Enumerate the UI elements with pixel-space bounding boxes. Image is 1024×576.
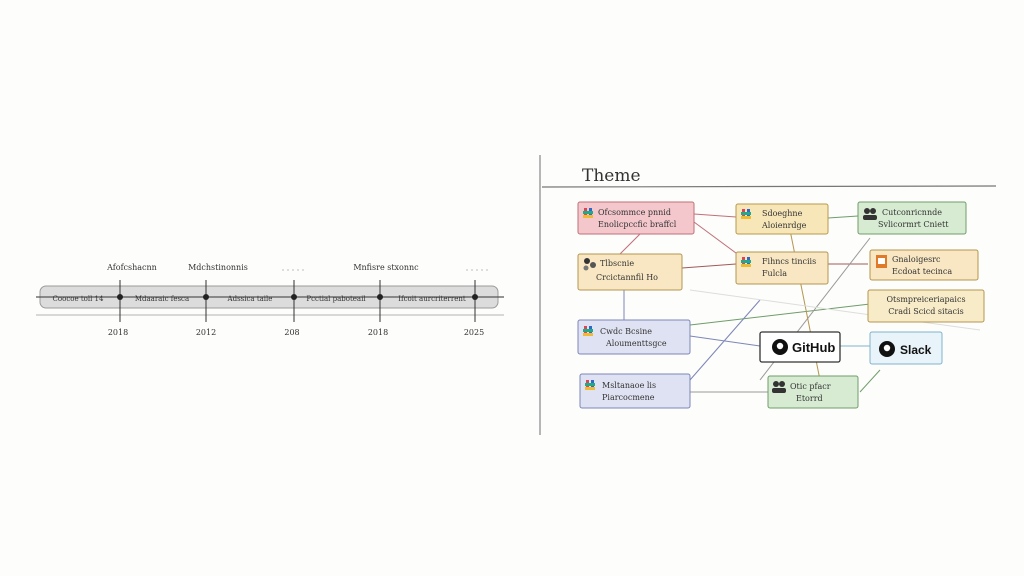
node-label-secondary: Svlicormrt Cniett [878, 220, 949, 229]
timeline-marker [203, 280, 209, 322]
box-icon [876, 255, 887, 268]
timeline-marker [117, 280, 123, 322]
timeline-year: 2018 [108, 328, 128, 337]
timeline-year: 2018 [368, 328, 388, 337]
connector [689, 299, 761, 381]
timeline-phase: Coocoe toll 14 [53, 295, 104, 303]
node-label-primary: Fihncs tinciis [762, 257, 816, 266]
node-box: Otsmpreiceriapaics Cradi Scicd sitacis [867, 289, 985, 323]
connector [619, 233, 641, 255]
node-label-secondary: Fulcla [762, 269, 787, 278]
connector [693, 221, 741, 257]
node-label-primary: Msltanaoe lis [602, 381, 656, 390]
node-label-secondary: Aloumenttsgce [605, 339, 667, 348]
node-label-primary: Cwdc Bcsine [600, 327, 652, 336]
timeline: Coocoe toll 14 Mdaaraic fesca Adssica ta… [36, 263, 504, 337]
timeline-phase: Adssica taile [227, 295, 273, 303]
node-label-primary: Gnaloigesrc [892, 255, 941, 264]
node-box: Cwdc Bcsine Aloumenttsgce [577, 319, 691, 355]
connector [689, 303, 871, 326]
node-box: Cutconricnnde Svlicormrt Cniett [857, 201, 967, 235]
connector [859, 369, 881, 393]
node-label-primary: Ofcsommce pnnid [598, 208, 671, 217]
connector [681, 263, 737, 269]
timeline-marker [472, 280, 478, 322]
timeline-phase: Ifcoit aurcriterrent [398, 295, 466, 303]
connector [827, 215, 859, 219]
node-box: GitHub [759, 331, 841, 363]
github-icon [879, 341, 895, 357]
timeline-milestone: Afofcshacnn [106, 263, 157, 272]
node-label-primary: Otsmpreiceriapaics [886, 295, 965, 304]
node-label-primary: GitHub [792, 340, 835, 355]
slack-icon [583, 208, 593, 218]
node-box: Sdoeghne Aloienrdge [735, 203, 829, 235]
node-label-primary: Slack [900, 343, 932, 357]
cluster-icon [583, 258, 596, 271]
timeline-milestone: Mnfisre stxonnc [353, 263, 419, 272]
node-label-secondary: Cradi Scicd sitacis [888, 307, 963, 316]
timeline-phase: Pcctial paboteail [306, 295, 366, 303]
node-box: Msltanaoe lis Piarcocmene [579, 373, 691, 409]
theme-panel: Theme Ofcsommce pnnid Enolicpccfic [539, 155, 997, 435]
timeline-phase: Mdaaraic fesca [135, 295, 189, 303]
connector [689, 335, 761, 347]
people-icon [772, 381, 786, 393]
node-label-secondary: Etorrd [796, 394, 823, 403]
slack-icon [583, 326, 593, 336]
slack-icon [741, 209, 751, 219]
node-box: Fihncs tinciis Fulcla [735, 251, 829, 285]
panel-title-rule [541, 185, 997, 188]
node-box: Tlbscnie Crcictannfil Ho [577, 253, 683, 291]
node-box: Gnaloigesrc Ecdoat tecinca [869, 249, 979, 281]
timeline-marker [291, 280, 297, 322]
connector [689, 289, 981, 331]
timeline-milestone: Mdchstinonnis [188, 263, 248, 272]
timeline-marker [377, 280, 383, 322]
panel-title: Theme [582, 166, 641, 186]
timeline-year: 208 [284, 328, 299, 337]
node-label-secondary: Ecdoat tecinca [892, 267, 952, 276]
node-box: Ofcsommce pnnid Enolicpccfic braffcl [577, 201, 695, 235]
node-label-primary: Sdoeghne [762, 209, 803, 218]
timeline-year: 2025 [464, 328, 484, 337]
github-icon [772, 339, 788, 355]
node-label-secondary: Crcictannfil Ho [596, 273, 658, 282]
node-box: Otic pfacr Etorrd [767, 375, 859, 409]
node-label-primary: Otic pfacr [790, 382, 831, 391]
node-label-secondary: Aloienrdge [761, 221, 807, 230]
people-icon [863, 208, 877, 220]
connector [693, 213, 737, 218]
node-label-primary: Tlbscnie [600, 259, 634, 268]
node-label-secondary: Piarcocmene [602, 393, 655, 402]
slack-icon [741, 257, 751, 267]
node-box: Slack [869, 331, 943, 365]
node-label-primary: Cutconricnnde [882, 208, 942, 217]
slack-icon [585, 380, 595, 390]
timeline-year: 2012 [196, 328, 216, 337]
node-label-secondary: Enolicpccfic braffcl [598, 220, 677, 229]
